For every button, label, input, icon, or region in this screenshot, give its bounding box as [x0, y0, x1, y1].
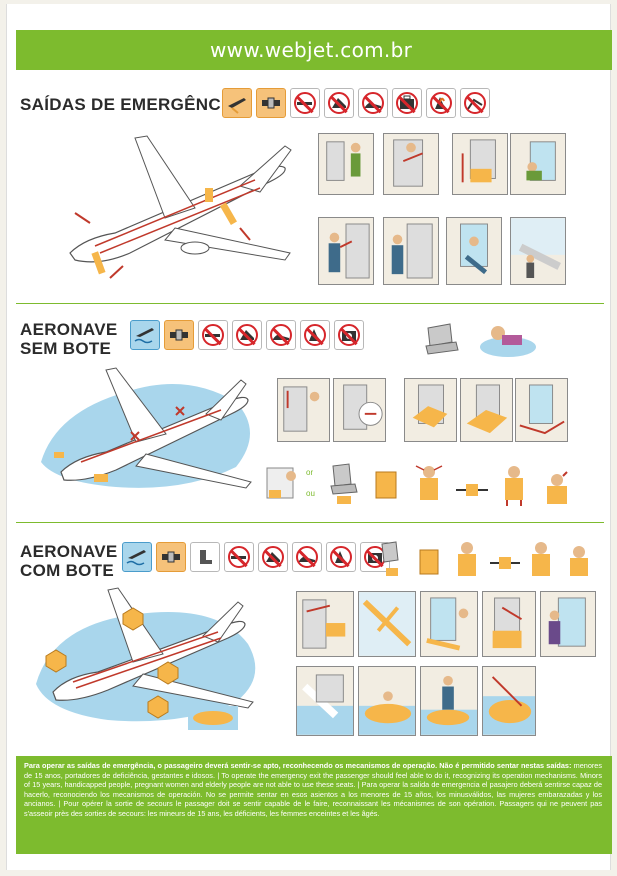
section-title-no-raft: AERONAVE SEM BOTE [20, 320, 118, 358]
plane-water-icon [130, 320, 160, 350]
raft-step-6 [296, 666, 354, 736]
raft-step-8 [420, 666, 478, 736]
no-cigarette-icon [290, 88, 320, 118]
or-label-en: or [306, 468, 314, 477]
plane-water-icon [122, 542, 152, 572]
notice-en: | To operate the emergency exit the pass… [24, 770, 602, 790]
ditching-step-1 [277, 378, 330, 442]
or-label-pt: ou [306, 489, 315, 498]
raft-vest-inflate-figure [562, 542, 596, 582]
no-fire-icon [326, 542, 356, 572]
no-high-heels-icon [324, 88, 354, 118]
no-shoes-icon [358, 88, 388, 118]
plane-slide-icon [222, 88, 252, 118]
raft-step-4 [482, 591, 536, 657]
vest-straps-figure [452, 470, 492, 510]
no-high-heels-icon [232, 320, 262, 350]
vest-over-head-figure [410, 460, 448, 508]
plane-raft-diagram [28, 584, 278, 730]
reach-under-seat-figure [263, 460, 303, 508]
exits-step-4 [510, 133, 566, 195]
exits-step-6 [383, 217, 439, 285]
section-divider-2 [16, 522, 604, 523]
vest-pouch-figure [370, 462, 402, 508]
raft-vest-pouch-figure [414, 542, 448, 582]
seatbelt-icon [164, 320, 194, 350]
no-fire-icon [300, 320, 330, 350]
no-bag-icon [460, 88, 490, 118]
raft-step-3 [420, 591, 478, 657]
section-title-raft: AERONAVE COM BOTE [20, 542, 118, 580]
notice-es: | Para operar la salida de emergencia el… [24, 780, 603, 809]
no-shoes-icon [292, 542, 322, 572]
exits-step-2 [383, 133, 439, 195]
raft-vest-under-seat-figure [376, 540, 410, 580]
no-raft-title-line2: SEM BOTE [20, 339, 112, 358]
plane-exits-diagram [55, 128, 300, 288]
raft-step-1 [296, 591, 354, 657]
exits-step-1 [318, 133, 374, 195]
raft-step-5 [540, 591, 596, 657]
exits-step-7 [446, 217, 502, 285]
exits-step-5 [318, 217, 374, 285]
no-cigarette-icon [198, 320, 228, 350]
vest-pull-tabs-figure [495, 460, 533, 508]
exits-icon-row [222, 88, 490, 118]
no-raft-title-line1: AERONAVE [20, 320, 118, 339]
notice-pt-rest: menores de 15 anos, portadores de defici… [24, 761, 603, 780]
ditching-step-5 [515, 378, 568, 442]
no-cigarette-icon [224, 542, 254, 572]
raft-step-2 [358, 591, 416, 657]
notice-fr: | Pour opérer la sortie de secours le pa… [24, 799, 602, 818]
ditching-step-3 [404, 378, 457, 442]
no-raft-icon-row [130, 320, 364, 350]
raft-title-line1: AERONAVE [20, 542, 118, 561]
ditching-step-4 [460, 378, 513, 442]
ditching-step-2 [333, 378, 386, 442]
section-divider-1 [16, 303, 604, 304]
seat-icon [190, 542, 220, 572]
raft-icon-row [122, 542, 390, 572]
no-shoes-icon [266, 320, 296, 350]
raft-step-7 [358, 666, 416, 736]
vest-under-seat-figure [325, 460, 365, 508]
no-high-heels-icon [258, 542, 288, 572]
raft-title-line2: COM BOTE [20, 561, 115, 580]
website-url[interactable]: www.webjet.com.br [16, 30, 612, 70]
no-fire-icon [426, 88, 456, 118]
raft-step-9 [482, 666, 536, 736]
plane-water-diagram [36, 362, 266, 497]
seatbelt-icon [256, 88, 286, 118]
seat-cushion-figure [420, 320, 465, 360]
no-luggage-icon [392, 88, 422, 118]
exits-step-3 [452, 133, 508, 195]
seatbelt-icon [156, 542, 186, 572]
raft-vest-pull-tabs-figure [524, 538, 558, 582]
exit-seating-notice: Para operar as saídas de emergência, o p… [16, 756, 612, 854]
no-camera-icon [334, 320, 364, 350]
raft-vest-straps-figure [488, 546, 522, 580]
vest-inflate-figure [537, 468, 577, 508]
section-title-exits: SAÍDAS DE EMERGÊNCIA [20, 95, 239, 114]
notice-pt-bold: Para operar as saídas de emergência, o p… [24, 761, 572, 770]
person-floating-figure [478, 315, 538, 360]
exits-step-8 [510, 217, 566, 285]
raft-vest-over-head-figure [450, 538, 484, 582]
